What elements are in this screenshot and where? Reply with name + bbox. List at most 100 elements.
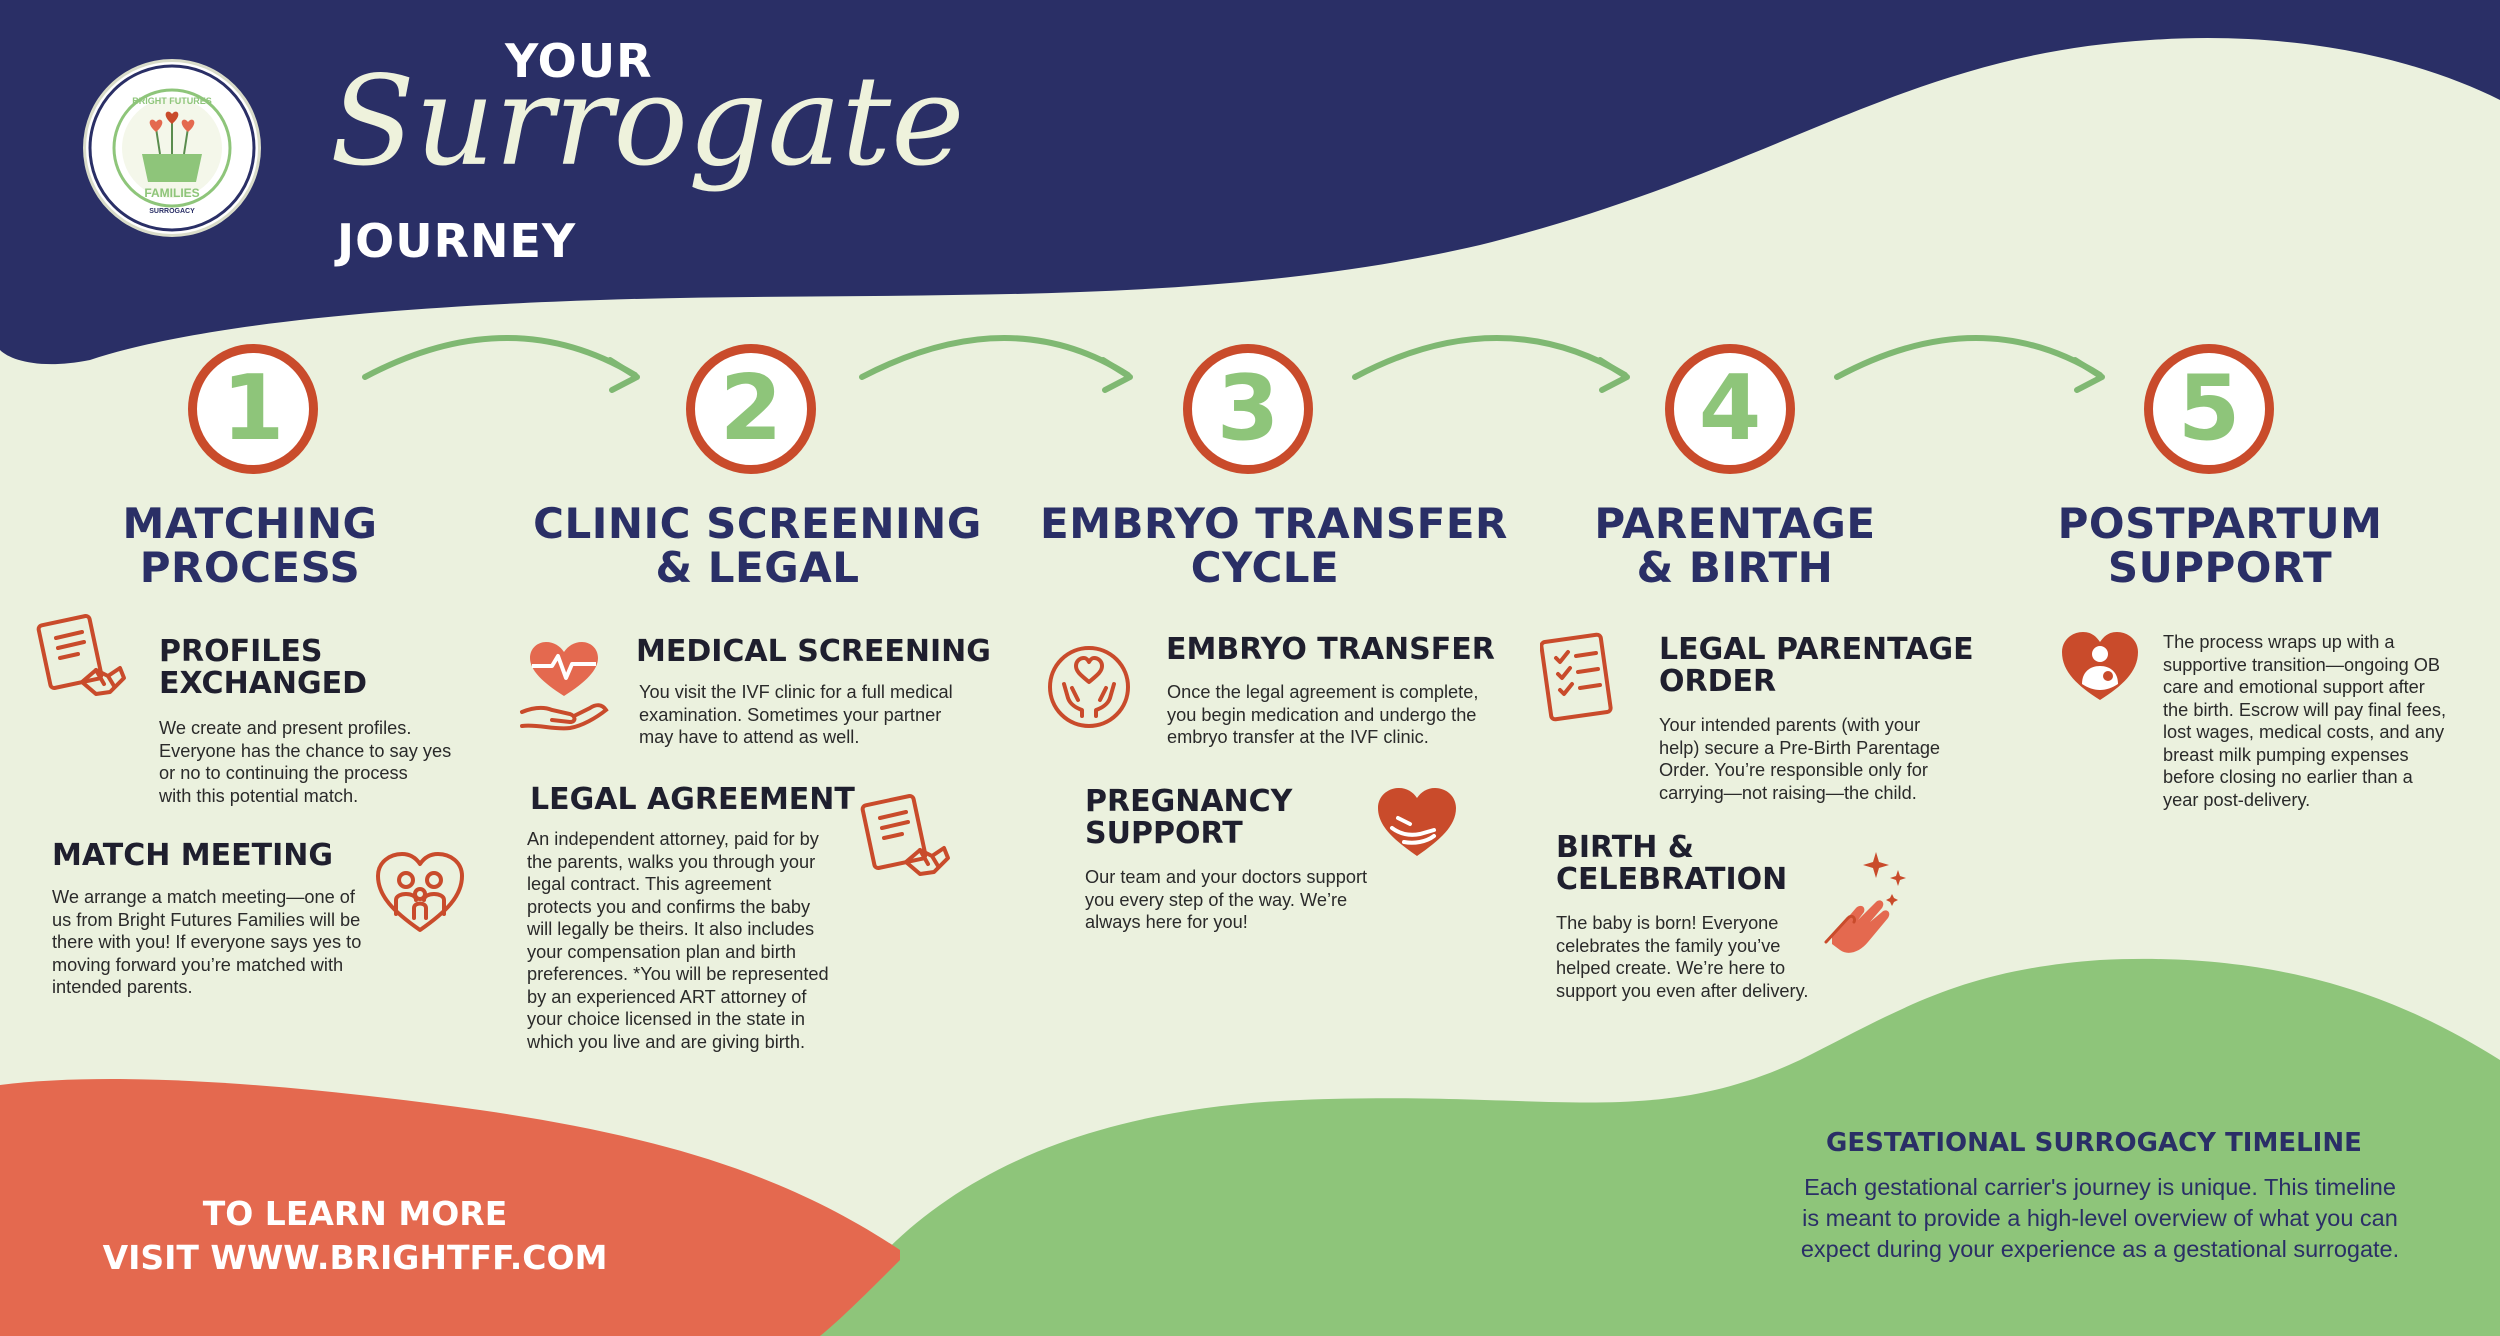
medical-body-line: examination. Sometimes your partner [639,704,942,725]
logo-line3: SURROGACY [149,208,195,215]
pregnancy-support-title: PREGNANCY SUPPORT [1085,786,1292,850]
legal-title-line: LEGAL AGREEMENT [530,782,855,817]
step-3-title-line1: EMBRYO TRANSFER [1040,499,1508,548]
embryo-title-line: EMBRYO TRANSFER [1166,632,1495,667]
legal-body-line: preferences. *You will be represented [527,964,829,984]
navy-header-wave [0,0,2500,365]
step-4-circle: 4 [1665,344,1795,474]
step-3-number: 3 [1216,356,1280,461]
medical-title-line: MEDICAL SCREENING [636,634,991,669]
parentage-title-line1: LEGAL PARENTAGE [1659,632,1974,667]
postpartum-body-line: the birth. Escrow will pay final fees, [2163,699,2447,720]
profiles-body: We create and present profiles. Everyone… [159,717,451,807]
title-journey: JOURNEY [337,214,577,268]
profiles-body-line: We create and present profiles. [159,718,412,738]
bright-futures-logo: BRIGHT FUTURES FAMILIES SURROGACY [86,62,258,234]
embryo-body-line: Once the legal agreement is complete, [1167,682,1479,702]
match-meeting-body-line: us from Bright Futures Families will be [52,909,361,930]
heartbeat-hand-icon [518,638,610,737]
legal-body-line: will legally be theirs. It also includes [527,919,815,939]
step-3-title: EMBRYO TRANSFER CYCLE [1040,499,1508,592]
profiles-body-line: Everyone has the chance to say yes [159,740,452,761]
title-your: YOUR [505,34,653,88]
step-2-title: CLINIC SCREENING & LEGAL [530,502,985,590]
medical-body: You visit the IVF clinic for a full medi… [639,681,953,749]
profiles-exchanged-title: PROFILES EXCHANGED [159,636,367,700]
medical-body-line: You visit the IVF clinic for a full medi… [639,682,953,702]
coral-footer-wave [0,1079,900,1336]
profiles-body-line: with this potential match. [159,785,359,806]
match-meeting-body: We arrange a match meeting—one of us fro… [52,886,361,999]
match-meeting-body-line: We arrange a match meeting—one of [52,887,355,907]
learn-more-cta[interactable]: TO LEARN MORE VISIT WWW.BRIGHTFF.COM [60,1192,650,1280]
title-surrogate: Surrogate [330,50,965,194]
parentage-body: Your intended parents (with your help) s… [1659,714,1940,804]
birth-celebration-title: BIRTH & CELEBRATION [1556,832,1787,896]
step-2-title-line2: & LEGAL [655,543,860,592]
arrow-4-to-5 [1834,335,2103,380]
cta-line1: TO LEARN MORE [202,1194,508,1233]
embryo-body-line: embryo transfer at the IVF clinic. [1167,727,1429,747]
legal-parentage-title: LEGAL PARENTAGE ORDER [1659,634,1974,698]
profiles-title-line2: EXCHANGED [159,666,368,701]
cta-website-link[interactable]: VISIT WWW.BRIGHTFF.COM [102,1238,608,1277]
step-2-number: 2 [719,356,783,461]
birth-body-line: celebrates the family you’ve [1556,935,1781,956]
postpartum-body-line: The process wraps up with a [2163,632,2395,652]
step-2-title-line1: CLINIC SCREENING [533,499,982,548]
match-meeting-body-line: moving forward you’re matched with [52,954,344,975]
timeline-title: GESTATIONAL SURROGACY TIMELINE [1826,1128,2362,1158]
step-1-circle: 1 [188,344,318,474]
timeline-body-line: is meant to provide a high-level overvie… [1802,1205,2398,1231]
parentage-body-line: carrying—not raising—the child. [1659,782,1917,803]
checklist-icon [1539,632,1620,729]
legal-body-line: which you live and are giving birth. [527,1031,806,1052]
postpartum-body-line: year post-delivery. [2163,789,2311,810]
legal-body-line: your choice licensed in the state in [527,1009,806,1029]
family-heart-icon [374,850,466,941]
step-3-title-line2: CYCLE [1190,543,1340,592]
step-4-title: PARENTAGE & BIRTH [1540,502,1930,590]
step-2-circle: 2 [686,344,816,474]
step-5-circle: 5 [2144,344,2274,474]
hands-heart-icon [1046,644,1132,735]
postpartum-body-line: breast milk pumping expenses [2163,744,2409,765]
step-4-title-line2: & BIRTH [1636,543,1834,592]
medical-screening-title: MEDICAL SCREENING [636,636,991,668]
heart-hug-icon [1374,784,1460,865]
parentage-body-line: help) secure a Pre-Birth Parentage [1659,737,1941,758]
step-4-title-line1: PARENTAGE [1594,499,1876,548]
postpartum-body-line: supportive transition—ongoing OB [2163,654,2441,675]
clapping-hands-icon [1822,846,1912,971]
pregnancy-title-line2: SUPPORT [1085,816,1243,851]
birth-title-line1: BIRTH & [1556,830,1694,865]
embryo-body-line: you begin medication and undergo the [1167,704,1477,725]
step-3-circle: 3 [1183,344,1313,474]
document-handshake-icon [34,612,130,713]
step-1-title-line2: PROCESS [139,543,361,592]
birth-title-line2: CELEBRATION [1556,862,1788,897]
timeline-body-line: expect during your experience as a gesta… [1800,1236,2400,1262]
pregnancy-body-line: always here for you! [1085,912,1248,932]
arrow-1-to-2 [362,335,638,380]
pregnancy-body-line: you every step of the way. We’re [1085,889,1348,910]
birth-body: The baby is born! Everyone celebrates th… [1556,912,1808,1002]
step-1-title-line1: MATCHING [122,499,378,548]
legal-body-line: protects you and confirms the baby [527,896,811,917]
legal-body-line: your compensation plan and birth [527,941,796,962]
medical-body-line: may have to attend as well. [639,727,860,747]
embryo-transfer-title: EMBRYO TRANSFER [1166,634,1495,666]
timeline-body-line: Each gestational carrier's journey is un… [1804,1174,2396,1200]
postpartum-body-line: lost wages, medical costs, and any [2163,722,2445,742]
match-meeting-title-line: MATCH MEETING [52,838,333,873]
profiles-title-line1: PROFILES [159,634,323,669]
match-meeting-body-line: there with you! If everyone says yes to [52,932,362,952]
pregnancy-body: Our team and your doctors support you ev… [1085,866,1367,934]
mother-heart-icon [2058,628,2142,709]
document-handshake-icon [858,792,954,893]
legal-body-line: by an experienced ART attorney of [527,986,807,1007]
legal-body-line: legal contract. This agreement [527,874,772,894]
legal-agreement-title: LEGAL AGREEMENT [530,784,855,816]
